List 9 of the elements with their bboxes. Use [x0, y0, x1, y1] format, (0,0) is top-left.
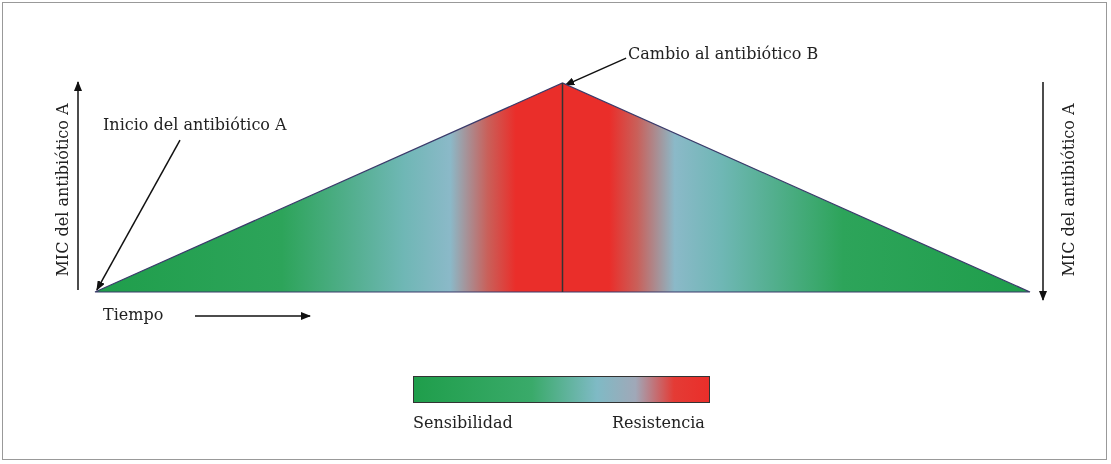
leader-arrow: [564, 57, 627, 86]
scale-label: Sensibilidad: [413, 413, 513, 433]
axis-label: MIC del antibiótico A: [1058, 103, 1079, 277]
scale-label: Resistencia: [612, 413, 705, 433]
axis-label: MIC del antibiótico A: [52, 103, 73, 277]
axis-label: Tiempo: [103, 305, 164, 325]
leader-arrow: [96, 139, 181, 291]
callout-text: Cambio al antibiótico B: [628, 44, 818, 66]
callout-text: Inicio del antibiótico A: [103, 115, 303, 137]
